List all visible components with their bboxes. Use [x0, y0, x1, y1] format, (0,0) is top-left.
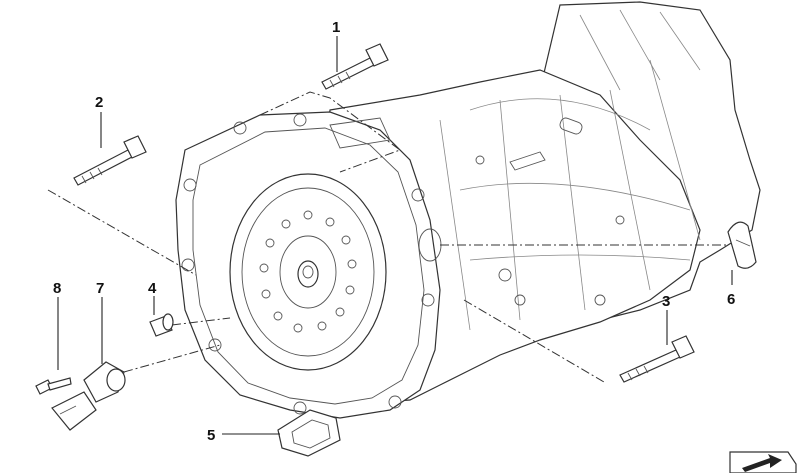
part-8-screw: [35, 377, 72, 395]
part-6-plug: [727, 221, 757, 269]
part-5-gasket: [277, 409, 341, 457]
torque-converter: [229, 173, 387, 371]
part-1-bolt: [321, 43, 389, 90]
part-2-bolt: [73, 135, 147, 186]
callout-7: 7: [96, 280, 105, 297]
callout-6: 6: [727, 291, 736, 308]
callout-1: 1: [332, 19, 341, 36]
part-4-dowel: [149, 313, 174, 337]
callout-3: 3: [662, 293, 671, 310]
next-page-arrow-icon[interactable]: [729, 451, 797, 473]
callout-8: 8: [53, 280, 62, 297]
callout-5: 5: [207, 427, 216, 444]
part-7-sensor: [51, 361, 126, 431]
callout-4: 4: [148, 280, 157, 297]
callout-2: 2: [95, 94, 104, 111]
part-3-bolt: [619, 335, 695, 383]
